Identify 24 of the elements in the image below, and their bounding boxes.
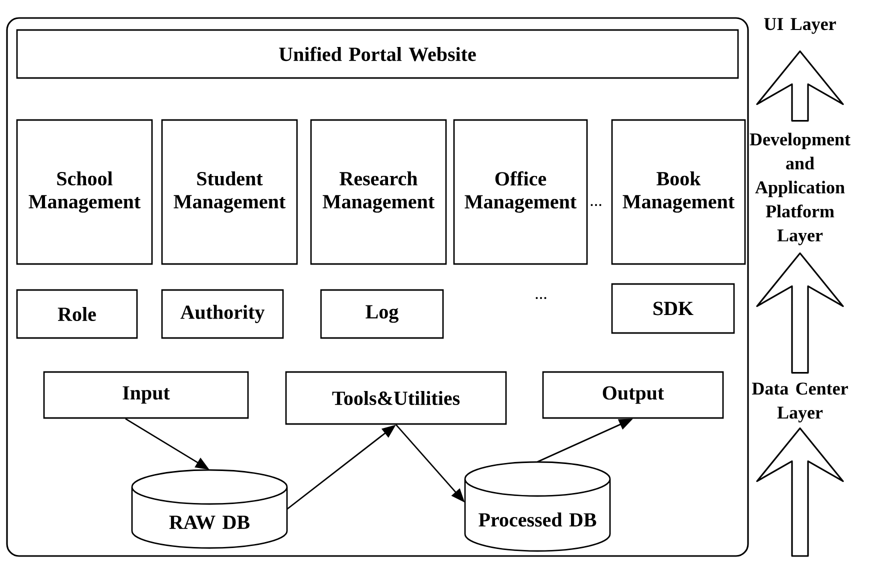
module-box: School Management xyxy=(16,119,153,265)
module-box: Unified Portal Website xyxy=(16,29,739,79)
module-box: Research Management xyxy=(310,119,447,265)
module-box: Input xyxy=(43,371,249,419)
module-box: Student Management xyxy=(161,119,298,265)
module-box: Output xyxy=(542,371,724,419)
hollow-arrow xyxy=(756,252,844,374)
layer-label: Data Center Layer xyxy=(752,382,848,422)
rounded-frame xyxy=(6,17,749,557)
module-box: Book Management xyxy=(611,119,746,265)
module-box: Authority xyxy=(161,289,284,339)
layer-label: Development and Application Platform Layer xyxy=(750,132,850,246)
module-box: Log xyxy=(320,289,444,339)
ellipsis-text: ... xyxy=(536,297,546,299)
ellipsis-text: ... xyxy=(590,204,602,206)
module-box: Role xyxy=(16,289,138,339)
database-cylinder: Processed DB xyxy=(464,461,611,552)
layer-label: UI Layer xyxy=(764,18,836,34)
database-cylinder: RAW DB xyxy=(131,469,288,549)
module-box: Office Management xyxy=(453,119,588,265)
module-box: SDK xyxy=(611,283,735,334)
hollow-arrow xyxy=(756,50,844,122)
module-box: Tools&Utilities xyxy=(285,371,507,425)
hollow-arrow xyxy=(756,427,844,557)
